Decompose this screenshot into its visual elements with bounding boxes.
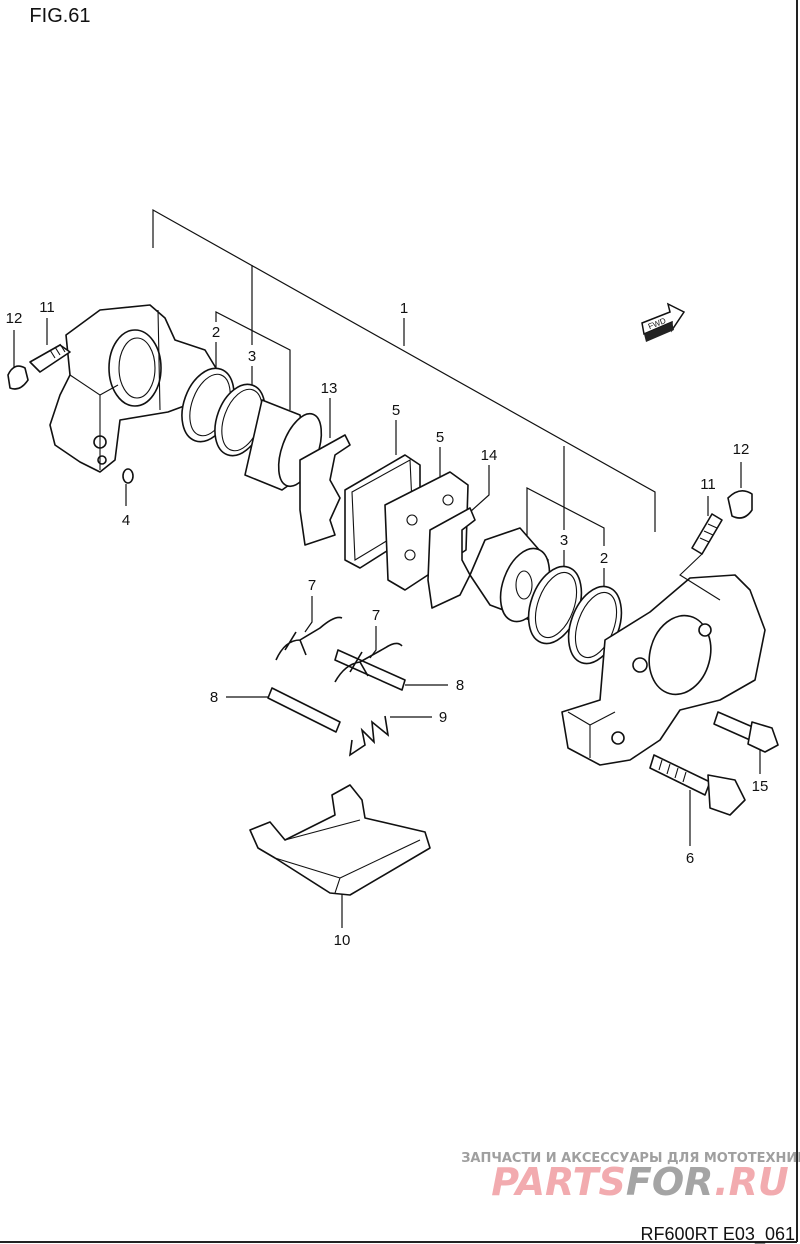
bleeder-valve-right (679, 513, 723, 601)
pad-pin-clip-2 (334, 642, 403, 683)
callout-12: 12 (733, 441, 750, 458)
callout-2: 2 (212, 324, 220, 341)
bleeder-cap-left (7, 365, 29, 390)
callout-4: 4 (122, 512, 130, 529)
pad-shim-right (427, 507, 476, 609)
callout-8: 8 (456, 677, 464, 694)
callout-10: 10 (334, 932, 351, 949)
pad-pin-upper (334, 649, 406, 691)
callout-2: 2 (600, 550, 608, 567)
pad-retainer-bracket (249, 784, 431, 896)
callout-13: 13 (321, 380, 338, 397)
callout-8: 8 (210, 689, 218, 706)
watermark-brand: PARTSFOR.RU (491, 1160, 789, 1204)
callout-labels: 1 2 2 3 3 4 5 5 6 7 7 8 8 9 10 11 11 12 … (6, 299, 769, 949)
figure-title: FIG.61 (29, 5, 90, 27)
washer (122, 468, 134, 484)
forward-direction-icon: FWD (641, 302, 686, 342)
callout-3: 3 (560, 532, 568, 549)
pad-shim (299, 434, 351, 546)
callout-1: 1 (400, 300, 408, 317)
watermark: ЗАПЧАСТИ И АКСЕССУАРЫ ДЛЯ МОТОТЕХНИКИ PA… (461, 1151, 800, 1204)
callout-7: 7 (372, 607, 380, 624)
callout-11: 11 (39, 299, 55, 316)
callout-9: 9 (439, 709, 447, 726)
callout-15: 15 (752, 778, 769, 795)
callout-5: 5 (436, 429, 444, 446)
pad-spring (348, 715, 390, 757)
pad-pin-lower (267, 687, 341, 733)
callout-11: 11 (700, 476, 716, 493)
callout-14: 14 (481, 447, 498, 464)
bolt-15 (713, 711, 779, 753)
drawing-code: RF600RT E03_061 (641, 1224, 795, 1244)
callout-7: 7 (308, 577, 316, 594)
callout-6: 6 (686, 850, 694, 867)
caliper-body-right (561, 574, 766, 766)
callout-5: 5 (392, 402, 400, 419)
pad-pin-clip-1 (275, 616, 343, 661)
callout-12: 12 (6, 310, 23, 327)
watermark-tagline: ЗАПЧАСТИ И АКСЕССУАРЫ ДЛЯ МОТОТЕХНИКИ (461, 1151, 800, 1166)
bleeder-valve-left (29, 343, 71, 373)
caliper-body-left (49, 304, 223, 473)
bolt-6 (649, 754, 746, 816)
callout-3: 3 (248, 348, 256, 365)
bleeder-cap-right (727, 490, 753, 519)
